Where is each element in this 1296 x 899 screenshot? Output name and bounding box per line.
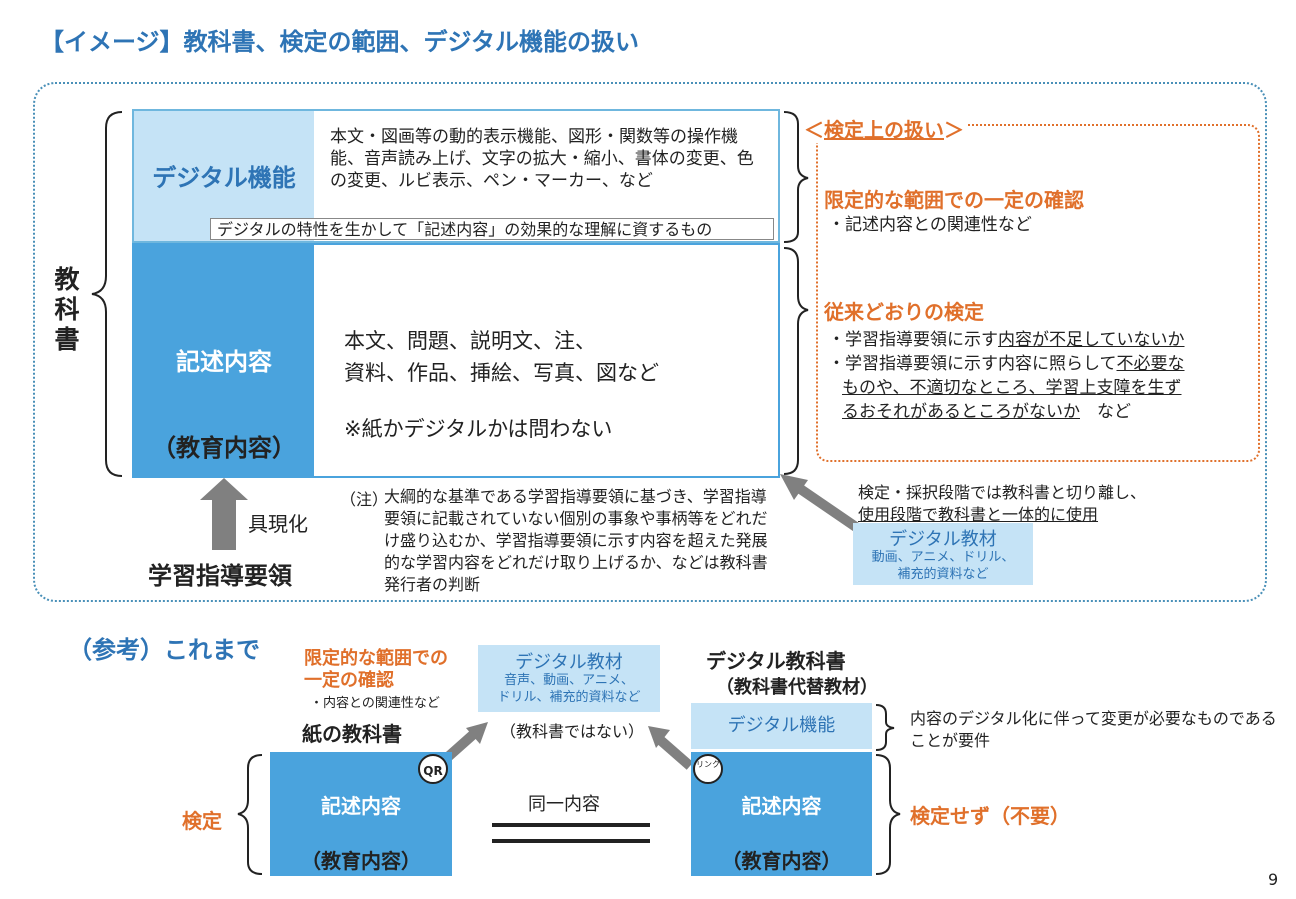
dtb-written-brace: [875, 754, 901, 875]
note-body: 大綱的な基準である学習指導要領に基づき、学習指導要領に記載されていない個別の事象…: [384, 487, 768, 594]
embody-arrow-shaft: [212, 498, 236, 550]
kentei-brace: [237, 754, 263, 875]
traditional-item-1: ・学習指導要領に示す内容が不足していないか: [828, 330, 1185, 350]
written-content-sub: （教育内容）: [152, 434, 296, 462]
digital-textbook-function-box: デジタル機能: [691, 703, 872, 749]
digital-textbook-title: デジタル教科書: [706, 649, 846, 673]
handling-frame: [816, 124, 1260, 462]
reference-material-sub: 音声、動画、アニメ、 ドリル、補充的資料など: [497, 673, 641, 705]
written-brace: [783, 247, 809, 475]
digital-function-description: 本文・図画等の動的表示機能、図形・関数等の操作機能、音声読み上げ、文字の拡大・縮…: [330, 127, 754, 191]
paper-to-material-arrow-head: [466, 722, 488, 744]
limited-check-heading: 限定的な範囲での一定の確認: [824, 188, 1084, 212]
written-content-description: 本文、問題、説明文、注、 資料、作品、挿絵、写真、図など: [344, 325, 659, 389]
effective-understanding-banner: デジタルの特性を生かして「記述内容」の効果的な理解に資するもの: [210, 218, 774, 240]
traditional-check-items: ・学習指導要領に示す内容が不足していないか ・学習指導要領に示す内容に照らして不…: [828, 328, 1248, 424]
digital-function-label: デジタル機能: [152, 164, 296, 192]
qr-icon: QR: [418, 754, 448, 784]
dtb-to-material-arrow: [654, 734, 694, 770]
handling-title-text: 検定上の扱い: [824, 118, 944, 142]
paper-textbook-title: 紙の教科書: [302, 722, 402, 746]
dtb-written-sub: （教育内容）: [721, 849, 842, 873]
embody-arrow-head: [200, 478, 248, 500]
dtb-to-material-arrow-head: [648, 726, 670, 748]
note-head: （注）: [340, 490, 389, 509]
dtb-written-label: 記述内容: [741, 794, 822, 818]
written-content-note: ※紙かデジタルかは問わない: [344, 417, 613, 441]
reference-material-title: デジタル教材: [515, 652, 623, 673]
same-content-label: 同一内容: [528, 794, 600, 815]
separation-note: 検定・採択段階では教科書と切り離し、 使用段階で教科書と一体的に使用: [858, 482, 1146, 526]
reference-limited-sub: ・内容との関連性など: [310, 696, 440, 711]
written-content-label-bg: [134, 245, 314, 476]
reference-limited-title: 限定的な範囲での 一定の確認: [304, 648, 448, 691]
textbook-scope-frame: [33, 82, 1267, 602]
written-desc-line1: 本文、問題、説明文、注、: [344, 329, 596, 353]
dtb-function-brace: [875, 704, 895, 751]
kentei-none-label: 検定せず（不要）: [910, 804, 1070, 828]
link-icon: リンク: [693, 754, 723, 784]
embody-label: 具現化: [248, 512, 308, 536]
digital-material-title: デジタル教材: [889, 529, 997, 550]
textbook-brace: [91, 111, 123, 477]
written-desc-line2: 資料、作品、挿絵、写真、図など: [344, 361, 659, 385]
textbook-label: 教科書: [54, 265, 80, 354]
traditional-item-2-cont-a: ものや、不適切なところ、学習上支障を生ず: [842, 378, 1182, 398]
separation-line1: 検定・採択段階では教科書と切り離し、: [858, 483, 1147, 502]
equals-line-bottom: [492, 839, 650, 843]
digital-brace: [783, 111, 809, 243]
equals-line-top: [492, 823, 650, 827]
traditional-check-heading: 従来どおりの検定: [824, 300, 984, 324]
reference-title: （参考）これまで: [68, 636, 260, 664]
paper-written-sub: （教育内容）: [301, 849, 421, 873]
separation-line2: 使用段階で教科書と一体的に使用: [858, 505, 1099, 524]
limited-check-item: ・記述内容との関連性など: [828, 215, 1032, 235]
reference-material-box: [478, 645, 660, 712]
material-arrow-head: [780, 474, 808, 500]
traditional-item-2: ・学習指導要領に示す内容に照らして不必要な: [828, 354, 1185, 374]
not-textbook-label: （教科書ではない）: [500, 722, 645, 741]
guideline-label: 学習指導要領: [148, 562, 292, 590]
kentei-label: 検定: [182, 809, 222, 833]
traditional-item-2-cont-b: るおそれがあるところがないか など: [842, 402, 1131, 422]
digital-material-box: [853, 523, 1033, 585]
digital-textbook-function-note: 内容のデジタル化に伴って変更が必要なものであることが要件: [910, 709, 1277, 750]
paper-written-label: 記述内容: [321, 794, 401, 818]
page-number: 9: [1268, 870, 1279, 889]
page-title: 【イメージ】教科書、検定の範囲、デジタル機能の扱い: [40, 28, 640, 56]
digital-textbook-sub: （教科書代替教材）: [716, 677, 878, 698]
handling-title: ＜検定上の扱い＞: [800, 114, 968, 143]
written-content-label: 記述内容: [176, 348, 272, 376]
digital-material-sub: 動画、アニメ、ドリル、 補充的資料など: [871, 550, 1015, 582]
